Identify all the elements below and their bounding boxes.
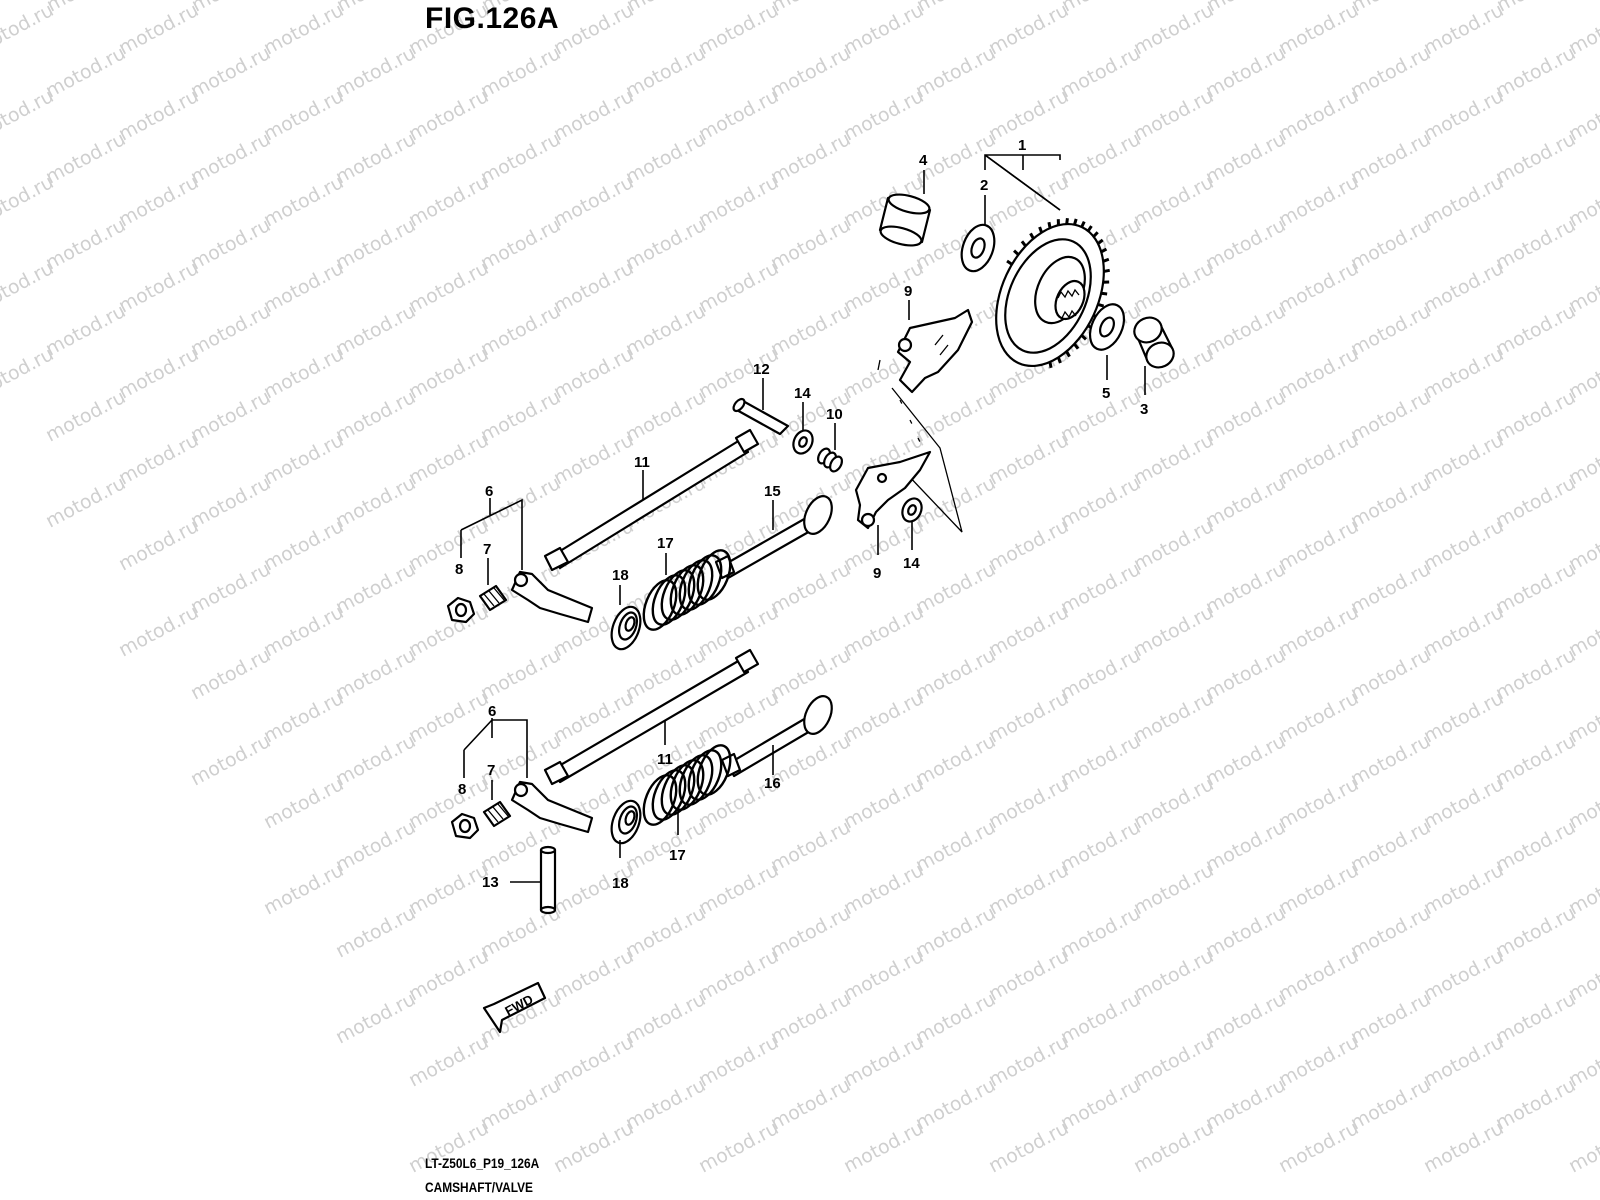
gear-tooth [1029, 232, 1035, 240]
part-8-nut-upper[interactable] [446, 596, 476, 624]
spring-coil [696, 549, 732, 601]
gear-tooth [1073, 343, 1080, 350]
spring-coil [696, 744, 732, 796]
spring-coil [687, 554, 723, 606]
part-17-valve-spring-upper[interactable] [637, 546, 736, 635]
callout-17-upper: 17 [657, 535, 674, 552]
part-18-spring-retainer-upper[interactable] [606, 603, 645, 653]
callout-13: 13 [482, 874, 499, 891]
part-6-rocker-arm-lower[interactable] [510, 780, 594, 834]
gear-tooth [1013, 249, 1020, 256]
gear-tooth [1100, 291, 1108, 296]
callout-12: 12 [753, 361, 770, 378]
part-7-adjuster-screw-upper[interactable] [478, 584, 508, 612]
part-4-bushing[interactable] [878, 191, 932, 249]
gear-tooth [1020, 240, 1027, 247]
gear-tooth [1073, 218, 1078, 226]
part-13-pin[interactable] [539, 845, 557, 915]
gear-tooth [1056, 356, 1062, 364]
callout-7-lower: 7 [487, 762, 495, 779]
gear-tooth [1097, 238, 1104, 245]
part-1-camshaft-gear[interactable] [975, 207, 1125, 384]
callout-6-upper: 6 [485, 483, 493, 500]
callout-4: 4 [919, 152, 928, 169]
callout-11-upper: 11 [634, 454, 650, 471]
part-10-spring[interactable] [816, 447, 845, 474]
callout-3: 3 [1140, 401, 1148, 418]
gear-tooth [1048, 361, 1053, 369]
part-9-rocker-arm-upper[interactable] [896, 308, 974, 394]
fwd-label: FWD [502, 992, 535, 1019]
part-18-spring-retainer-lower[interactable] [606, 797, 645, 847]
callout-14-upper: 14 [794, 385, 811, 402]
callout-8-upper: 8 [455, 561, 463, 578]
callout-18-lower: 18 [612, 875, 629, 892]
part-8-nut-lower[interactable] [450, 812, 480, 840]
gear-tooth [1103, 268, 1111, 273]
callout-6-lower: 6 [488, 703, 496, 720]
gear-tooth [1065, 217, 1069, 225]
callout-labels: 1 2 3 4 5 6 6 7 7 8 8 9 9 10 11 11 12 13… [455, 137, 1148, 892]
part-12-pin[interactable] [731, 397, 790, 436]
part-11-push-rod-upper[interactable] [543, 428, 760, 572]
callout-14-lower: 14 [903, 555, 920, 572]
gear-tooth [1080, 220, 1086, 228]
callout-10: 10 [826, 406, 843, 423]
gear-tooth [1097, 302, 1105, 308]
callout-17-lower: 17 [669, 847, 686, 864]
gear-tooth [1102, 257, 1110, 263]
gear-tooth [1006, 259, 1013, 266]
callout-9-upper: 9 [904, 283, 912, 300]
leader-lines [460, 154, 1146, 883]
part-15-valve[interactable] [714, 492, 837, 580]
callout-5: 5 [1102, 385, 1110, 402]
gear-tooth [1086, 225, 1093, 232]
gear-tooth [1080, 334, 1087, 341]
callout-15: 15 [764, 483, 781, 500]
gear-tooth [1100, 247, 1108, 254]
part-16-valve[interactable] [720, 692, 837, 778]
callout-1: 1 [1018, 137, 1026, 154]
part-17-valve-spring-lower[interactable] [637, 741, 736, 830]
callout-16: 16 [764, 775, 781, 792]
callout-9-lower: 9 [873, 565, 881, 582]
gear-tooth [1038, 226, 1044, 234]
figure-title: FIG.126A [425, 2, 560, 35]
callout-18-upper: 18 [612, 567, 629, 584]
model-code: LT-Z50L6_P19_126A [425, 1155, 540, 1171]
part-2-washer[interactable] [956, 220, 1001, 275]
gear-tooth [1047, 221, 1052, 229]
part-14-washer-lower[interactable] [899, 495, 925, 524]
callout-8-lower: 8 [458, 781, 466, 798]
gear-tooth [1065, 350, 1071, 358]
callout-7-upper: 7 [483, 541, 491, 558]
part-14-washer-upper[interactable] [790, 427, 816, 456]
callout-11-lower: 11 [657, 751, 673, 768]
fwd-direction-arrow: FWD [482, 981, 547, 1034]
section-name: CAMSHAFT/VALVE [425, 1179, 533, 1195]
part-3-bearing[interactable] [1130, 313, 1178, 372]
callout-2: 2 [980, 177, 988, 194]
spring-coil [687, 749, 723, 801]
part-5-washer[interactable] [1083, 299, 1130, 355]
alignment-lines [877, 359, 963, 533]
part-7-adjuster-screw-lower[interactable] [482, 800, 512, 828]
part-6-rocker-arm-upper[interactable] [510, 570, 594, 624]
gear-tooth [1092, 231, 1099, 238]
part-9-rocker-arm-lower[interactable] [854, 450, 932, 530]
part-11-push-rod-lower[interactable] [543, 648, 760, 786]
